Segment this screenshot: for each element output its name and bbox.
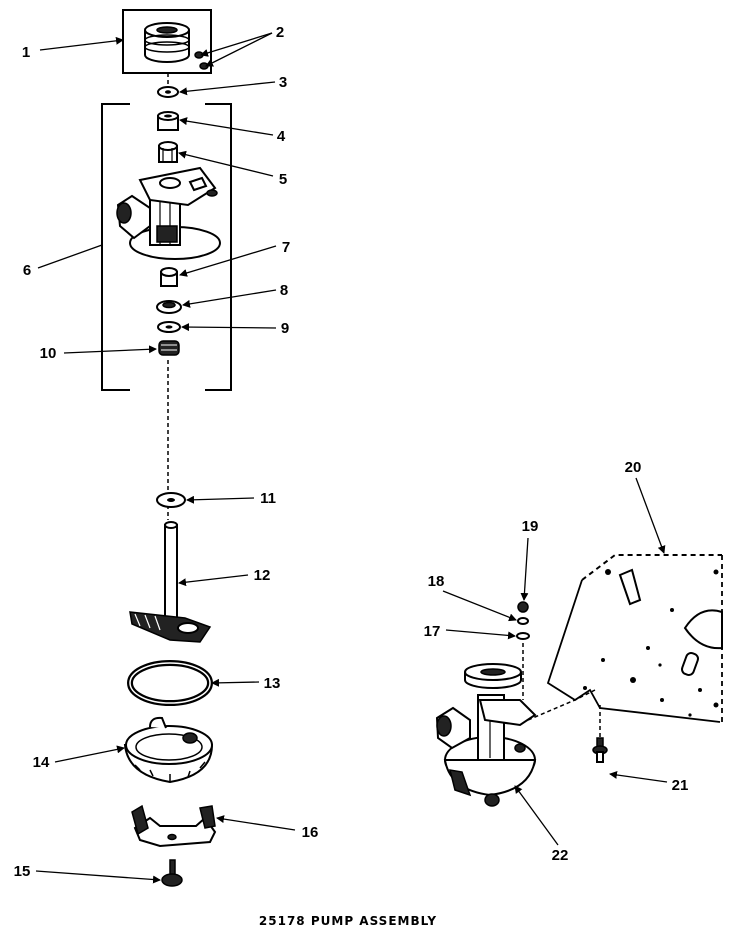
callout-13: 13 [264,675,281,692]
callout-8: 8 [280,282,288,299]
callout-12: 12 [254,567,271,584]
callout-18: 18 [428,573,445,590]
pump-body [116,166,221,260]
impeller-shaft [129,521,212,643]
callout-15: 15 [14,863,31,880]
lockwasher-18 [517,617,529,625]
callout-6: 6 [23,262,31,279]
washer-3 [157,86,179,98]
assembled-pump [435,663,537,807]
callout-2: 2 [276,24,284,41]
diagram-caption: 25178 PUMP ASSEMBLY [259,914,437,928]
screw-21 [592,737,608,763]
callout-9: 9 [281,320,289,337]
pulley [144,22,190,63]
callout-10: 10 [40,345,57,362]
washer-17 [516,632,530,640]
callout-22: 22 [552,847,569,864]
callout-11: 11 [260,490,276,507]
bearing-5 [158,141,178,163]
o-ring-gasket [127,660,213,706]
spacer-7 [160,267,178,287]
callout-21: 21 [672,777,689,794]
callout-7: 7 [282,239,290,256]
callout-20: 20 [625,459,642,476]
washer-9 [157,321,181,333]
spring-10 [158,340,180,356]
clamp [131,804,217,848]
nut-19 [517,601,529,613]
callout-19: 19 [522,518,539,535]
mounting-plate [546,554,723,723]
bearing-4 [157,111,179,131]
callout-3: 3 [279,74,287,91]
callout-1: 1 [22,44,30,61]
callout-4: 4 [277,128,286,145]
callout-16: 16 [302,824,319,841]
callout-5: 5 [279,171,287,188]
callout-17: 17 [424,623,441,640]
thumb-screw [161,859,183,887]
pump-body-group-box [101,103,130,391]
washer-11 [156,492,186,508]
seal-8 [156,300,182,314]
pump-cover [123,716,214,784]
callout-14: 14 [33,754,50,771]
